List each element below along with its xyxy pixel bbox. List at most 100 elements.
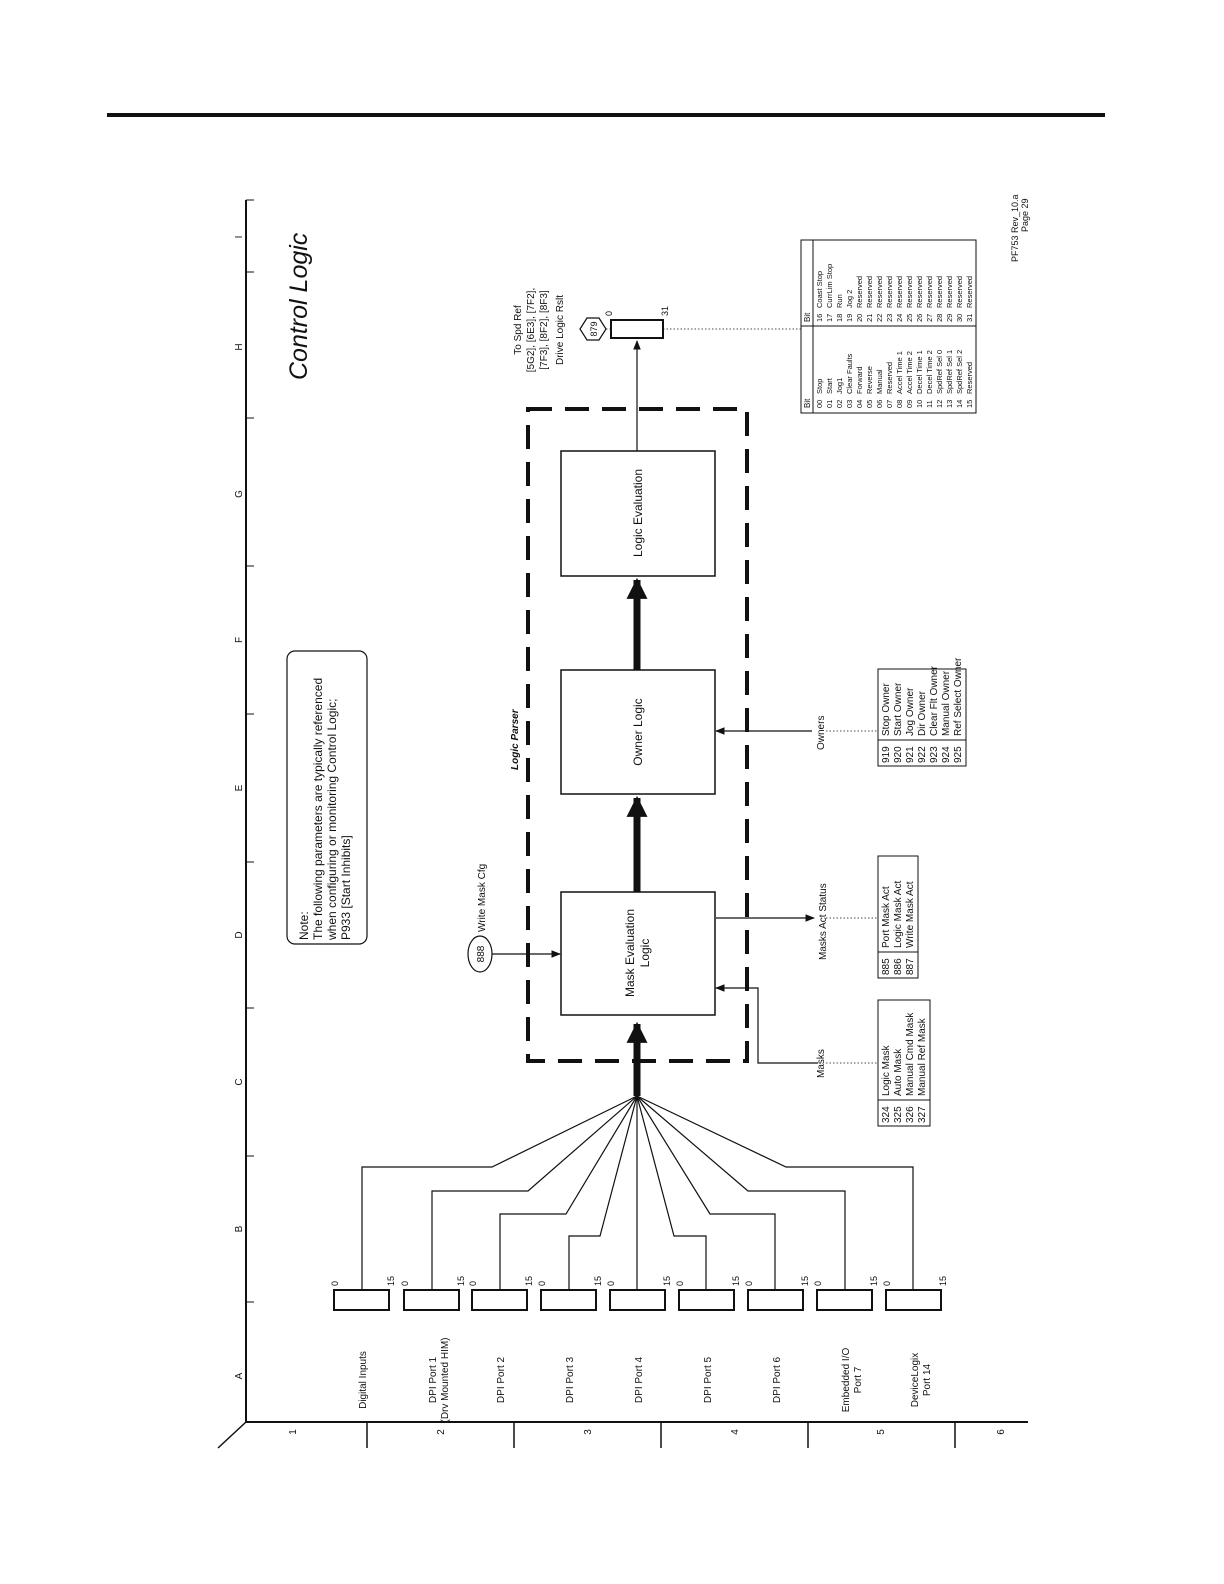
param-number: 920 — [893, 746, 904, 763]
bit-number: 26 — [915, 314, 924, 322]
input-bit-high: 15 — [593, 1276, 603, 1286]
bus-line — [431, 1095, 638, 1290]
bit-number: 31 — [965, 314, 974, 322]
note-line-3: when configuring or monitoring Control L… — [325, 699, 339, 941]
bit-number: 14 — [955, 400, 964, 408]
write-mask-param: 888 — [476, 945, 487, 962]
zone-column-label: F — [234, 637, 245, 643]
bit-name: Reserved — [915, 276, 924, 308]
logic-eval-label: Logic Evaluation — [631, 469, 645, 557]
mask-eval-line-1: Mask Evaluation — [623, 909, 637, 997]
zone-row-label: 1 — [288, 1429, 299, 1435]
input-bit-low: 0 — [744, 1281, 754, 1286]
bit-name: Reserved — [935, 276, 944, 308]
bit-number: 17 — [825, 314, 834, 322]
input-label: Digital Inputs — [358, 1351, 369, 1409]
mask-eval-line-2: Logic — [638, 939, 652, 968]
masks-act-label: Masks Act Status — [818, 883, 829, 960]
bit-name: Reserved — [895, 276, 904, 308]
bit-name: Reserved — [955, 276, 964, 308]
param-number: 326 — [905, 1106, 916, 1123]
bit-name: CurrLim Stop — [825, 264, 834, 308]
input-bit-low: 0 — [537, 1281, 547, 1286]
input-bit-low: 0 — [606, 1281, 616, 1286]
input-bit-low: 0 — [813, 1281, 823, 1286]
bit-number: 12 — [935, 400, 944, 408]
param-name: Stop Owner — [881, 683, 892, 736]
bus-line — [361, 1095, 638, 1290]
param-name: Write Mask Act — [905, 881, 916, 948]
drive-logic-output: 0 31 879 Drive Logic Rslt To Spd Ref [5G… — [513, 288, 801, 373]
bit-name: Run — [835, 294, 844, 308]
input-bit-high: 15 — [731, 1276, 741, 1286]
param-number: 324 — [881, 1106, 892, 1123]
zone-column-label: D — [234, 931, 245, 938]
logic-parser-label: Logic Parser — [510, 708, 521, 770]
bit-number: 20 — [855, 314, 864, 322]
param-name: Auto Mask — [893, 1048, 904, 1096]
param-name: Ref Select Owner — [953, 657, 964, 736]
bit-number: 19 — [845, 314, 854, 322]
input-word-box — [747, 1289, 804, 1311]
bit-number: 16 — [815, 314, 824, 322]
param-name: Jog Owner — [905, 687, 916, 736]
input-bus — [361, 1095, 914, 1290]
input-word-box — [540, 1289, 597, 1311]
to-spd-ref-line-1: To Spd Ref — [513, 305, 524, 355]
bus-line — [636, 1095, 846, 1290]
write-mask-label: Write Mask Cfg — [477, 864, 488, 932]
param-name: Clear Flt Owner — [929, 665, 940, 736]
write-mask-cfg: 888 Write Mask Cfg — [467, 864, 561, 973]
param-name: Port Mask Act — [881, 886, 892, 948]
zone-frame — [217, 200, 1028, 1449]
param-number: 885 — [881, 958, 892, 975]
bit-name: SpdRef Sel 0 — [935, 350, 944, 394]
output-bit-low: 0 — [604, 311, 614, 316]
input-bit-high: 15 — [800, 1276, 810, 1286]
bit-number: 10 — [915, 400, 924, 408]
to-spd-ref-line-2: [5G2], [6E3], [7F2], — [526, 288, 537, 373]
param-number: 887 — [905, 958, 916, 975]
input-bit-low: 0 — [675, 1281, 685, 1286]
bit-number: 07 — [885, 400, 894, 408]
bit-number: 13 — [945, 400, 954, 408]
header-rule — [107, 113, 1105, 117]
input-bit-high: 15 — [662, 1276, 672, 1286]
bus-line — [499, 1095, 638, 1290]
bit-number: 08 — [895, 400, 904, 408]
bit-number: 27 — [925, 314, 934, 322]
input-word-box — [403, 1289, 460, 1311]
bit-name: Clear Faults — [845, 353, 854, 394]
zone-row-label: 5 — [876, 1429, 887, 1435]
param-number: 922 — [917, 746, 928, 763]
owner-logic-label: Owner Logic — [631, 698, 645, 765]
input-sublabel: Port 7 — [853, 1366, 864, 1393]
input-sublabel: Port 14 — [922, 1363, 933, 1396]
bus-line — [636, 1095, 707, 1290]
bit-name: Decel Time 2 — [925, 350, 934, 394]
page-title: Control Logic — [285, 232, 313, 380]
param-number: 923 — [929, 746, 940, 763]
input-bit-low: 0 — [330, 1281, 340, 1286]
bit-number: 28 — [935, 314, 944, 322]
zone-column-label: G — [234, 490, 245, 498]
param-name: Dir Owner — [917, 690, 928, 736]
input-bit-low: 0 — [468, 1281, 478, 1286]
bit-name: Accel Time 1 — [895, 351, 904, 394]
bit-name: Manual — [875, 369, 884, 394]
revision-label: PF753 Rev_10.a — [1010, 194, 1020, 262]
input-word-box — [333, 1289, 390, 1311]
input-word-box — [678, 1289, 735, 1311]
to-spd-ref-line-3: [7F3], [8F2], [8F3] — [539, 290, 550, 370]
bit-name: Jog1 — [835, 378, 844, 394]
zone-column-label: I — [234, 236, 245, 239]
bit-number: 21 — [865, 314, 874, 322]
input-label: DPI Port 4 — [634, 1357, 645, 1404]
bit-name: Forward — [855, 366, 864, 394]
note-line-4: P933 [Start Inhibits] — [339, 835, 353, 940]
